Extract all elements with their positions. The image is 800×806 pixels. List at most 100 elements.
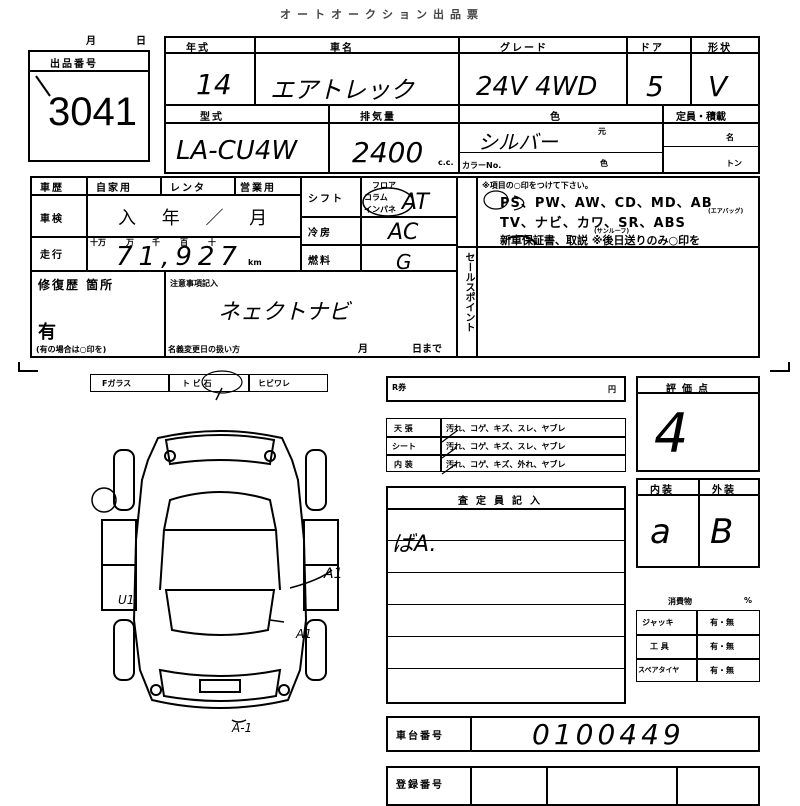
shift-option-floor: フロア	[372, 181, 396, 190]
lot-box	[28, 50, 150, 162]
repair-value: 有	[38, 322, 56, 343]
diagram-mark-1: A1	[323, 566, 342, 582]
consumable-tools-label: 工 具	[650, 642, 669, 651]
consumable-jack-value: 有・無	[710, 618, 734, 627]
equipment-row2-sub: (サンルーフ)	[594, 228, 630, 235]
registration-label: 登録番号	[396, 780, 444, 791]
consumable-spare-label: スペアタイヤ	[638, 666, 680, 674]
diagram-mark-2: U1	[118, 593, 134, 607]
chassis-label: 車台番号	[396, 731, 444, 742]
type-label: 形状	[708, 43, 732, 54]
year-value: 14	[196, 68, 232, 101]
capacity-label: 定員・積載	[676, 112, 726, 123]
digit-label-100k: 十万	[90, 238, 106, 247]
color-value: シルバー	[478, 130, 558, 154]
exterior-grade-label: 外装	[712, 485, 736, 496]
year-label: 年式	[186, 43, 210, 54]
consumables-label: 消費物	[668, 597, 692, 606]
consumable-spare-value: 有・無	[710, 666, 734, 675]
delivery-month: 月	[358, 344, 370, 355]
color-no-label: カラーNo.	[462, 161, 502, 170]
equipment-row1: PS、PW、AW、CD、MD、AB	[500, 196, 713, 211]
corner-mark-icon	[35, 75, 51, 97]
car-diagram: A1 U1 A1 A-1	[91, 430, 342, 735]
mileage-value: 71,927	[116, 242, 243, 272]
displacement-label: 排気量	[360, 112, 396, 123]
name-value: エアトレック	[270, 76, 414, 104]
consumables-table	[636, 610, 760, 682]
equipment-row3: 新車保証書、取説 ※後日送りのみ○印を	[500, 234, 701, 247]
equipment-marks-icon	[483, 190, 537, 245]
sales-point-label: セールスポイント	[463, 252, 474, 332]
type-value: V	[708, 70, 728, 103]
score-value: 4	[654, 402, 689, 465]
usage-option-private: 自家用	[96, 183, 132, 194]
inspector-box	[386, 486, 626, 704]
load-unit: トン	[726, 159, 742, 168]
score-label: 評価点	[666, 384, 714, 395]
shift-label: シフト	[308, 194, 344, 205]
shift-option-panel: インパネ	[364, 205, 396, 214]
notes-value: ネェクトナビ	[218, 300, 351, 325]
doors-label: ドア	[640, 43, 664, 54]
page-title: オートオークション出品票	[280, 8, 484, 21]
color-label: 色	[550, 112, 562, 123]
ac-value: AC	[388, 220, 419, 245]
repair-note: (有の場合は○印を)	[36, 345, 107, 354]
digit-label-100: 百	[180, 238, 188, 247]
lot-number: 3041	[48, 90, 137, 134]
fuel-value: G	[396, 250, 412, 274]
condition-marks-icon	[441, 429, 459, 475]
lot-label: 出品番号	[50, 59, 98, 70]
displacement-value: 2400	[352, 136, 424, 169]
condition-values-interior: 汚れ、コゲ、キズ、外れ、ヤブレ	[446, 460, 566, 469]
chassis-value: 0100449	[532, 718, 685, 751]
condition-values-ceiling: 汚れ、コゲ、キズ、スレ、ヤブレ	[446, 424, 566, 433]
chassis-box	[386, 716, 760, 752]
mileage-unit: km	[248, 258, 262, 267]
capacity-unit: 名	[726, 133, 734, 142]
notes-label: 注意事項記入	[170, 279, 218, 288]
displacement-unit: c.c.	[438, 158, 454, 167]
digit-label-10k: 万	[126, 238, 134, 247]
usage-option-business: 営業用	[240, 183, 276, 194]
repair-label: 修復歴 箇所	[38, 278, 115, 292]
shift-option-column: コラム	[364, 193, 388, 202]
month-label: 月	[86, 36, 98, 47]
interior-grade-value: a	[650, 512, 671, 552]
delivery-label: 名義変更日の扱い方	[168, 345, 240, 354]
equipment-note: ※項目の○印をつけて下さい。	[482, 181, 593, 190]
inspector-comment: ばA.	[392, 532, 437, 557]
grade-value: 24V 4WD	[476, 72, 598, 102]
condition-label-interior: 内 装	[394, 460, 413, 469]
condition-table	[386, 418, 626, 472]
doors-value: 5	[646, 70, 664, 103]
price-unit: 円	[608, 385, 616, 394]
equipment-row2: TV、ナビ、カワ、SR、ABS	[500, 216, 686, 231]
inspection-value: 入 年 ／ 月	[118, 208, 278, 229]
color-original: 元	[598, 127, 606, 136]
grade-label: グレード	[500, 43, 548, 54]
ac-label: 冷房	[308, 228, 332, 239]
equipment-row1-sub: (エアバッグ)	[708, 208, 744, 215]
model-value: LA-CU4W	[176, 136, 298, 166]
delivery-day: 日まで	[412, 344, 442, 355]
inspection-label: 車検	[40, 214, 64, 225]
mileage-label: 走行	[40, 250, 64, 261]
glass-chip-mark-icon	[201, 370, 243, 401]
consumable-tools-value: 有・無	[710, 642, 734, 651]
glass-item-front: Fガラス	[102, 379, 132, 388]
exterior-grade-value: B	[710, 512, 734, 552]
inspector-label: 査定員記入	[458, 496, 548, 507]
price-box	[386, 376, 626, 402]
color-no-mark: 色	[600, 159, 608, 168]
fuel-label: 燃料	[308, 256, 332, 267]
glass-item-chip: ト ビ 石	[182, 379, 212, 388]
shift-circle-icon	[362, 187, 414, 217]
usage-type-label: 車歴	[40, 183, 64, 194]
glass-item-crack: ヒビワレ	[258, 379, 290, 388]
model-label: 型式	[200, 112, 224, 123]
consumable-jack-label: ジャッキ	[642, 618, 674, 627]
usage-table	[30, 176, 760, 358]
condition-label-seat: シート	[392, 442, 416, 451]
